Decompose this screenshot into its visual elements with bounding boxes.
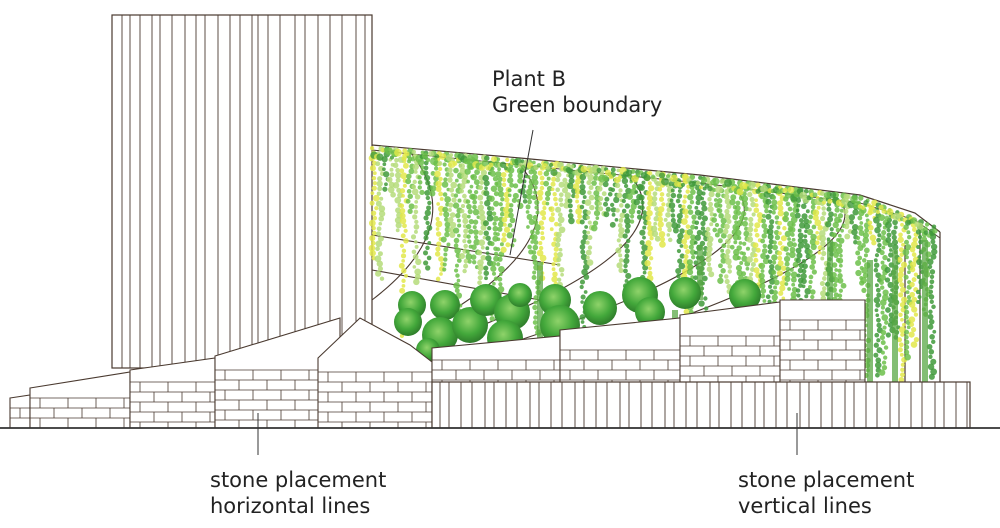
stone-horizontal-line2: horizontal lines [210,494,371,518]
vertical-stone-fence [431,381,971,429]
stone-vertical-label: stone placement vertical lines [738,467,914,519]
plant-leader-line [509,129,534,256]
plant-b-subtitle: Green boundary [492,93,663,117]
stone-horizontal-line1: stone placement [210,468,387,492]
stone-vertical-line2: vertical lines [738,494,872,518]
stone-horizontal-label: stone placement horizontal lines [210,467,386,519]
plant-b-title: Plant B [492,67,566,91]
shrub-cluster [394,277,761,362]
stone-vertical-line1: stone placement [738,468,915,492]
tall-stone-wall [111,14,373,369]
plant-b-label: Plant B Green boundary [492,66,662,118]
